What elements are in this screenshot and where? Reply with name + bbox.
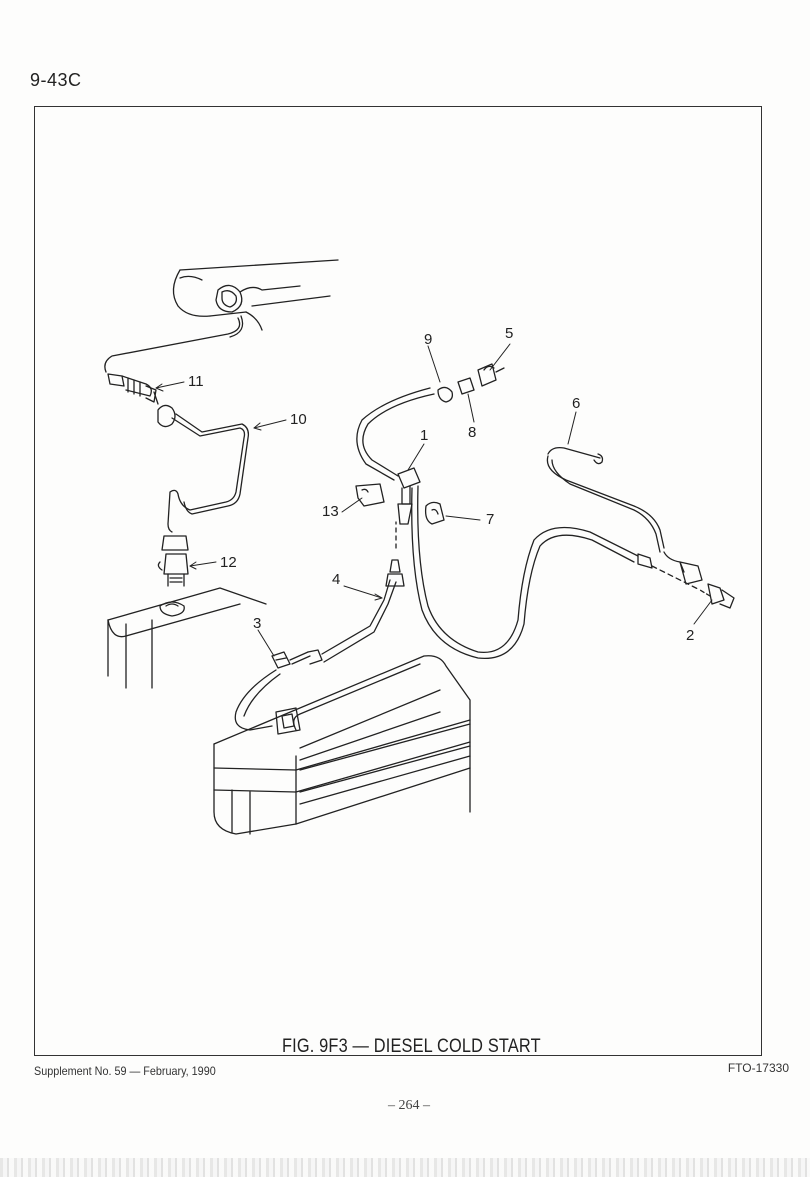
part-4-hose bbox=[289, 521, 405, 665]
part-3-clip bbox=[271, 651, 291, 669]
part-9-nut bbox=[437, 386, 454, 403]
callout-12: 12 bbox=[220, 554, 237, 571]
callout-1: 1 bbox=[420, 427, 428, 444]
intake-manifold bbox=[172, 259, 339, 331]
part-8-union bbox=[457, 377, 475, 395]
part-1-tee-connector bbox=[397, 467, 421, 525]
part-12-adaptor bbox=[157, 535, 189, 587]
figure-frame bbox=[34, 106, 762, 1056]
figure-caption: FIG. 9F3 — DIESEL COLD START bbox=[282, 1036, 541, 1057]
callout-7: 7 bbox=[486, 511, 494, 528]
callout-3: 3 bbox=[253, 615, 261, 632]
fuel-filter-housing bbox=[107, 587, 267, 689]
callout-13: 13 bbox=[322, 503, 339, 520]
glow-plug-wire bbox=[104, 315, 244, 373]
part-7-clip bbox=[424, 501, 445, 525]
part-2-sensor bbox=[651, 565, 735, 609]
fuel-tank bbox=[213, 655, 471, 835]
return-hose bbox=[234, 669, 281, 731]
figure-code: FTO-17330 bbox=[727, 1061, 789, 1075]
part-10-fuel-pipe bbox=[157, 404, 250, 533]
part-5-banjo bbox=[477, 363, 505, 387]
callout-10: 10 bbox=[290, 411, 307, 428]
scan-artifact-strip bbox=[0, 1158, 810, 1177]
callout-9: 9 bbox=[424, 331, 432, 348]
callout-4: 4 bbox=[332, 571, 340, 588]
callout-5: 5 bbox=[505, 325, 513, 342]
callout-8: 8 bbox=[468, 424, 476, 441]
callout-11: 11 bbox=[188, 373, 204, 390]
callout-6: 6 bbox=[572, 395, 580, 412]
page-reference: 9-43C bbox=[30, 70, 82, 90]
part-13-bracket bbox=[355, 483, 385, 507]
leader-lines bbox=[155, 343, 713, 657]
page-number: – 264 – bbox=[388, 1098, 430, 1113]
callout-2: 2 bbox=[686, 627, 694, 644]
part-11-heater-plug bbox=[107, 373, 159, 405]
callout-labels: 11 10 12 3 4 9 5 8 1 6 7 13 2 bbox=[188, 325, 694, 644]
fuel-supply-line bbox=[356, 387, 639, 660]
part-6-wire bbox=[546, 446, 703, 585]
supplement-note: Supplement No. 59 — February, 1990 bbox=[34, 1064, 216, 1078]
